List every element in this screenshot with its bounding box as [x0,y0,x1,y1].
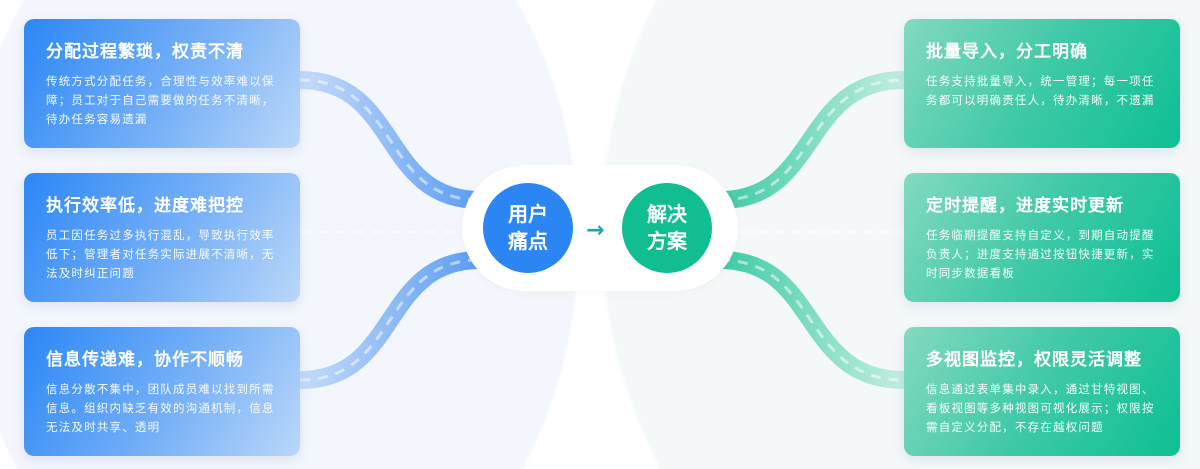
road-dash [299,258,481,382]
card-title: 分配过程繁琐，权责不清 [46,42,244,62]
card-title: 定时提醒，进度实时更新 [926,196,1124,216]
pain-points-circle: 用户痛点 [483,183,573,273]
pain-card-1: 分配过程繁琐，权责不清 传统方式分配任务，合理性与效率难以保障；员工对于自己需要… [24,19,300,148]
card-desc: 传统方式分配任务，合理性与效率难以保障；员工对于自己需要做的任务不清晰，待办任务… [46,74,275,126]
arrow-right-icon: → [586,218,605,243]
card-desc: 员工因任务过多执行混乱，导致执行效率低下；管理者对任务实际进展不清晰，无法及时纠… [46,228,275,280]
solution-card-3: 多视图监控，权限灵活调整 信息通过表单集中录入，通过甘特视图、看板视图等多种视图… [904,327,1180,456]
card-title: 多视图监控，权限灵活调整 [926,350,1142,370]
card-title: 批量导入，分工明确 [926,42,1088,62]
road-dash [719,258,905,382]
card-title: 信息传递难，协作不顺畅 [46,350,244,370]
card-title: 执行效率低，进度难把控 [46,196,244,216]
solution-card-1: 批量导入，分工明确 任务支持批量导入，统一管理；每一项任务都可以明确责任人，待办… [904,19,1180,148]
pain-card-2: 执行效率低，进度难把控 员工因任务过多执行混乱，导致执行效率低下；管理者对任务实… [24,173,300,302]
solution-circle: 解决方案 [622,183,712,273]
card-desc: 任务临期提醒支持自定义，到期自动提醒负责人；进度支持通过按钮快捷更新，实时同步数… [926,228,1155,280]
road-dash [719,78,905,202]
card-desc: 信息分散不集中，团队成员难以找到所需信息。组织内缺乏有效的沟通机制，信息无法及时… [46,382,275,434]
solution-card-2: 定时提醒，进度实时更新 任务临期提醒支持自定义，到期自动提醒负责人；进度支持通过… [904,173,1180,302]
card-desc: 信息通过表单集中录入，通过甘特视图、看板视图等多种视图可视化展示；权限按需自定义… [926,382,1155,434]
pain-card-3: 信息传递难，协作不顺畅 信息分散不集中，团队成员难以找到所需信息。组织内缺乏有效… [24,327,300,456]
road-dash [299,78,481,202]
card-desc: 任务支持批量导入，统一管理；每一项任务都可以明确责任人，待办清晰，不遗漏 [926,74,1155,107]
